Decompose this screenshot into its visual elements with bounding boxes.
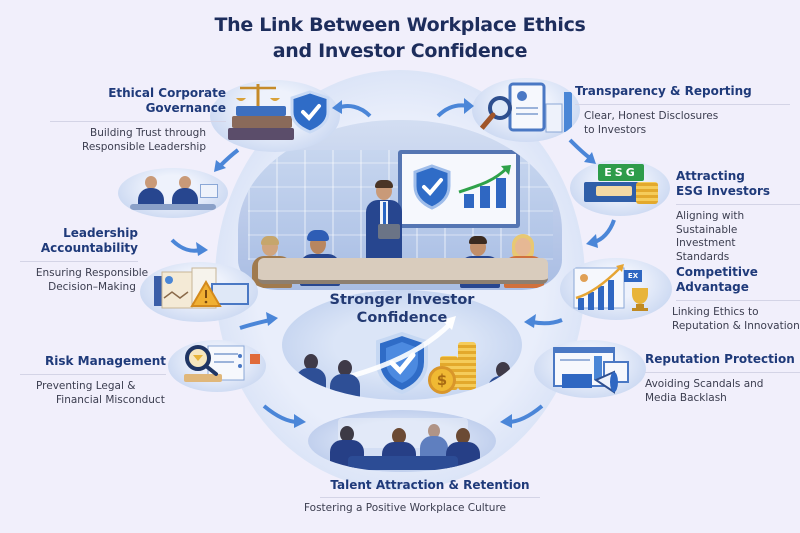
heading-line: Advantage (676, 280, 749, 294)
item-attracting-esg-investors: Attracting ESG Investors Aligning with S… (676, 169, 800, 264)
cycle-arrow-icon (586, 219, 616, 248)
presentation-screen (398, 150, 520, 228)
description-line: Responsible Leadership (82, 140, 206, 153)
growth-arrow-icon (458, 165, 511, 194)
item-leadership-accountability: Leadership Accountability Ensuring Respo… (20, 226, 148, 294)
cycle-arrow-icon (214, 148, 240, 172)
divider (575, 104, 790, 105)
divider (676, 300, 800, 301)
business-meeting-icon (118, 168, 228, 218)
item-heading: Competitive Advantage (676, 265, 800, 295)
item-heading: Transparency & Reporting (575, 84, 752, 98)
heading-line: Leadership (63, 226, 138, 240)
divider (20, 374, 166, 375)
divider (20, 261, 138, 262)
heading-line: Attracting (676, 169, 745, 183)
cycle-arrow-icon (568, 138, 596, 164)
item-heading: Attracting ESG Investors (676, 169, 800, 199)
center-label-line-2: Confidence (356, 310, 448, 326)
growth-chart-trophy-icon: EX (560, 258, 672, 320)
heading-line: ESG Investors (676, 184, 771, 198)
ex-badge: EX (627, 272, 639, 280)
item-reputation-protection: Reputation Protection Avoiding Scandals … (645, 352, 800, 405)
cycle-arrow-icon (332, 100, 372, 118)
description-line: Media Backlash (645, 391, 727, 404)
divider (676, 204, 800, 205)
conference-table (258, 258, 548, 284)
item-risk-management: Risk Management Preventing Legal & Finan… (20, 354, 166, 407)
description-line: Avoiding Scandals and (645, 378, 764, 390)
description-line: to Investors (584, 123, 647, 136)
heading-line: Accountability (40, 241, 138, 255)
cycle-arrow-icon (436, 98, 474, 118)
dollar-coin-icon: $ (428, 366, 456, 394)
item-description: Avoiding Scandals and Media Backlash (645, 378, 800, 405)
divider (320, 497, 540, 498)
item-heading: Leadership Accountability (20, 226, 138, 256)
team-meeting-illustration (308, 410, 496, 472)
dashboard-megaphone-icon (534, 340, 646, 398)
description-line: Ensuring Responsible (35, 267, 149, 279)
cycle-arrow-icon (524, 314, 563, 328)
center-label-line-1: Stronger Investor (329, 292, 475, 308)
magnifier-checklist-icon (168, 340, 266, 392)
item-description: Ensuring Responsible Decision–Making (28, 267, 156, 294)
heading-line: Governance (145, 101, 226, 115)
item-talent-attraction-retention: Talent Attraction & Retention Fostering … (280, 478, 540, 516)
title-line-2: and Investor Confidence (272, 40, 528, 62)
item-description: Preventing Legal & Financial Misconduct (36, 380, 166, 407)
heading-line: Competitive (676, 265, 758, 279)
description-line: Standards (676, 250, 730, 263)
heading-line: Ethical Corporate (108, 86, 226, 100)
item-heading: Talent Attraction & Retention (330, 478, 530, 492)
description-line: Building Trust through (90, 127, 206, 139)
description-line: Reputation & Innovation (672, 319, 800, 332)
item-description: Clear, Honest Disclosures to Investors (575, 110, 790, 137)
esg-coins-icon: ESG (570, 160, 670, 216)
description-line: Sustainable Investment (676, 223, 738, 250)
description-line: Financial Misconduct (56, 393, 165, 406)
center-label: Stronger Investor Confidence (282, 291, 522, 327)
item-description: Building Trust through Responsible Leade… (20, 127, 226, 154)
magnifier-report-chart-icon (472, 78, 580, 142)
cycle-arrow-icon (239, 312, 278, 330)
title-line-1: The Link Between Workplace Ethics (214, 14, 586, 36)
description-line: Clear, Honest Disclosures (584, 110, 719, 122)
item-heading: Ethical Corporate Governance (20, 86, 226, 116)
description-line: Decision–Making (48, 280, 136, 293)
item-description: Aligning with Sustainable Investment Sta… (676, 210, 800, 264)
divider (645, 372, 800, 373)
documents-warning-icon (140, 262, 258, 322)
cycle-arrow-icon (170, 238, 208, 256)
item-transparency-reporting: Transparency & Reporting Clear, Honest D… (575, 84, 790, 137)
description-line: Preventing Legal & (36, 380, 136, 392)
cycle-arrow-icon (262, 404, 306, 428)
divider (50, 121, 226, 122)
item-competitive-advantage: Competitive Advantage Linking Ethics to … (672, 265, 800, 333)
rising-arrow-icon (343, 316, 456, 381)
esg-badge: ESG (598, 164, 644, 181)
item-heading: Reputation Protection (645, 352, 795, 366)
cycle-arrow-icon (500, 404, 544, 428)
item-description: Linking Ethics to Reputation & Innovatio… (672, 306, 800, 333)
shield-check-icon (413, 164, 451, 210)
description-line: Linking Ethics to (672, 306, 759, 318)
item-heading: Risk Management (45, 354, 166, 368)
description-line: Aligning with (676, 210, 745, 222)
item-ethical-corporate-governance: Ethical Corporate Governance Building Tr… (20, 86, 226, 154)
page-title: The Link Between Workplace Ethics and In… (0, 12, 800, 64)
investor-confidence-oval: $ (282, 290, 522, 400)
item-description: Fostering a Positive Workplace Culture (303, 502, 506, 514)
scales-books-shield-icon (210, 80, 340, 152)
